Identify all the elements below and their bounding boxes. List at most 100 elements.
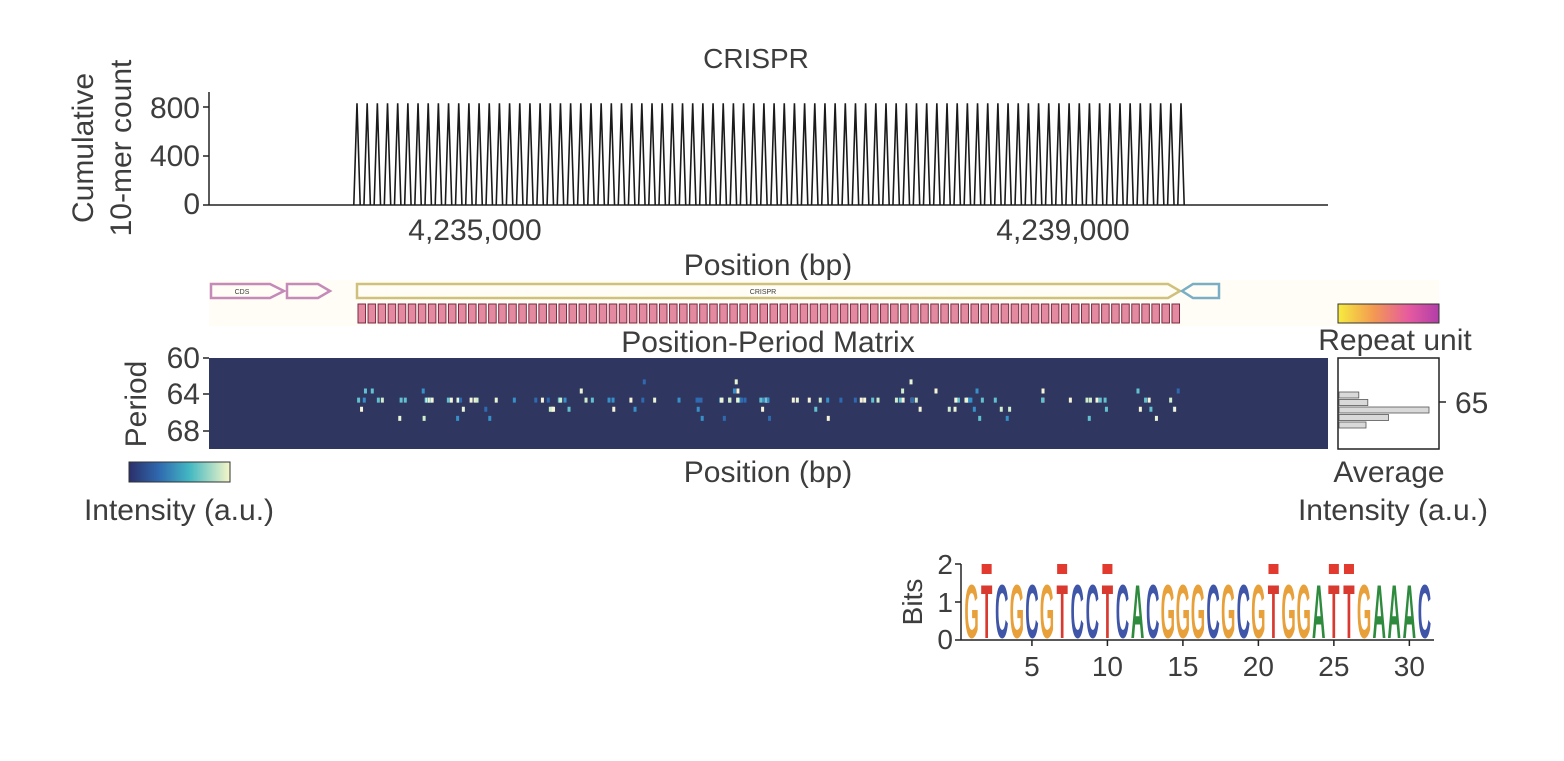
matrix-cell xyxy=(918,406,922,412)
kmer-peak xyxy=(637,103,646,206)
matrix-cell xyxy=(1005,415,1009,421)
kmer-peak xyxy=(1044,103,1053,206)
matrix-cell xyxy=(826,415,830,421)
matrix-cell xyxy=(641,397,645,403)
matrix-cell xyxy=(762,397,766,403)
kmer-peak xyxy=(464,103,473,206)
matrix-cell xyxy=(1098,397,1102,403)
matrix-cell xyxy=(719,397,723,403)
repeat-unit xyxy=(508,303,517,324)
logo-letter: A xyxy=(1131,569,1144,654)
repeat-unit xyxy=(638,303,648,324)
matrix-cell xyxy=(732,388,736,394)
matrix-cell xyxy=(456,397,460,403)
matrix-cell xyxy=(607,397,611,403)
logo-letter: A xyxy=(1403,569,1416,654)
repeat-unit xyxy=(488,303,497,324)
kmer-peak xyxy=(688,103,697,206)
matrix-cell xyxy=(1138,406,1142,412)
repeat-unit xyxy=(859,303,869,324)
logo-xtick-label: 15 xyxy=(1167,651,1198,682)
repeat-unit xyxy=(648,303,658,324)
repeat-unit xyxy=(437,303,447,324)
logo-letter: C xyxy=(995,569,1008,654)
kmer-peak xyxy=(810,103,819,206)
matrix-cell xyxy=(934,388,938,394)
repeat-unit xyxy=(538,303,547,324)
kmer-peak xyxy=(566,103,575,206)
matrix-cell xyxy=(972,406,976,412)
repeat-unit xyxy=(950,303,959,324)
kmer-peak xyxy=(505,103,514,206)
matrix-cell xyxy=(975,388,979,394)
matrix-cell xyxy=(768,415,772,421)
matrix-ytick-64: 64 xyxy=(167,378,200,411)
intensity-colorbar-label: Intensity (a.u.) xyxy=(84,494,274,527)
kmer-peak xyxy=(1177,103,1185,206)
top-chart-title: CRISPR xyxy=(703,43,809,74)
repeat-unit xyxy=(427,303,437,324)
logo-letter: G xyxy=(1040,569,1054,654)
logo-letter: G xyxy=(1251,569,1265,654)
repeat-unit xyxy=(1020,303,1030,324)
mismatch-mark xyxy=(1328,564,1339,574)
top-x-axis-label: Position (bp) xyxy=(684,249,852,282)
repeat-unit xyxy=(819,303,829,324)
repeat-unit xyxy=(457,303,467,324)
kmer-peak xyxy=(627,103,636,206)
repeat-unit xyxy=(1030,303,1040,324)
matrix-cell xyxy=(1154,415,1158,421)
logo-letter: T xyxy=(981,569,992,654)
logo-ytick-0: 0 xyxy=(937,624,953,655)
kmer-peak xyxy=(546,103,555,206)
repeat-unit xyxy=(749,303,758,324)
matrix-cell xyxy=(376,397,380,403)
matrix-cell xyxy=(461,406,465,412)
logo-letter: C xyxy=(1237,569,1250,654)
matrix-cell xyxy=(734,379,738,385)
mismatch-mark xyxy=(1102,564,1113,574)
kmer-peak xyxy=(658,103,667,206)
repeat-unit xyxy=(417,303,427,324)
kmer-peak xyxy=(1085,103,1094,206)
logo-letter: G xyxy=(1161,569,1175,654)
repeat-unit xyxy=(518,303,527,324)
logo-letter: C xyxy=(1418,569,1431,654)
matrix-cell xyxy=(978,415,982,421)
kmer-peak xyxy=(353,103,361,206)
repeat-unit xyxy=(548,303,557,324)
logo-letter: G xyxy=(1357,569,1371,654)
repeat-unit xyxy=(719,303,728,324)
repeat-unit xyxy=(769,303,779,324)
matrix-cell xyxy=(590,397,594,403)
kmer-peak xyxy=(373,103,382,206)
kmer-peak xyxy=(576,103,585,206)
repeat-unit xyxy=(910,303,919,324)
matrix-cell xyxy=(993,397,997,403)
repeat-unit xyxy=(739,303,748,324)
matrix-cell xyxy=(380,397,384,403)
matrix-cell xyxy=(552,406,556,412)
matrix-cell xyxy=(559,397,563,403)
matrix-ytick-68: 68 xyxy=(167,415,200,448)
matrix-cell xyxy=(947,406,951,412)
matrix-cell xyxy=(633,406,637,412)
repeat-unit xyxy=(468,303,477,324)
kmer-peak xyxy=(597,103,606,206)
repeat-unit xyxy=(578,303,588,324)
kmer-peak xyxy=(403,103,412,206)
matrix-cell xyxy=(611,397,615,403)
mismatch-mark xyxy=(981,564,992,574)
matrix-cell xyxy=(766,397,770,403)
kmer-peak xyxy=(841,103,850,206)
repeat-unit xyxy=(829,303,839,324)
matrix-cell xyxy=(642,379,646,385)
matrix-cell xyxy=(421,388,425,394)
matrix-cell xyxy=(548,406,552,412)
matrix-cell xyxy=(980,397,984,403)
repeat-unit xyxy=(568,303,578,324)
kmer-peak xyxy=(525,103,534,206)
repeat-unit xyxy=(839,303,849,324)
